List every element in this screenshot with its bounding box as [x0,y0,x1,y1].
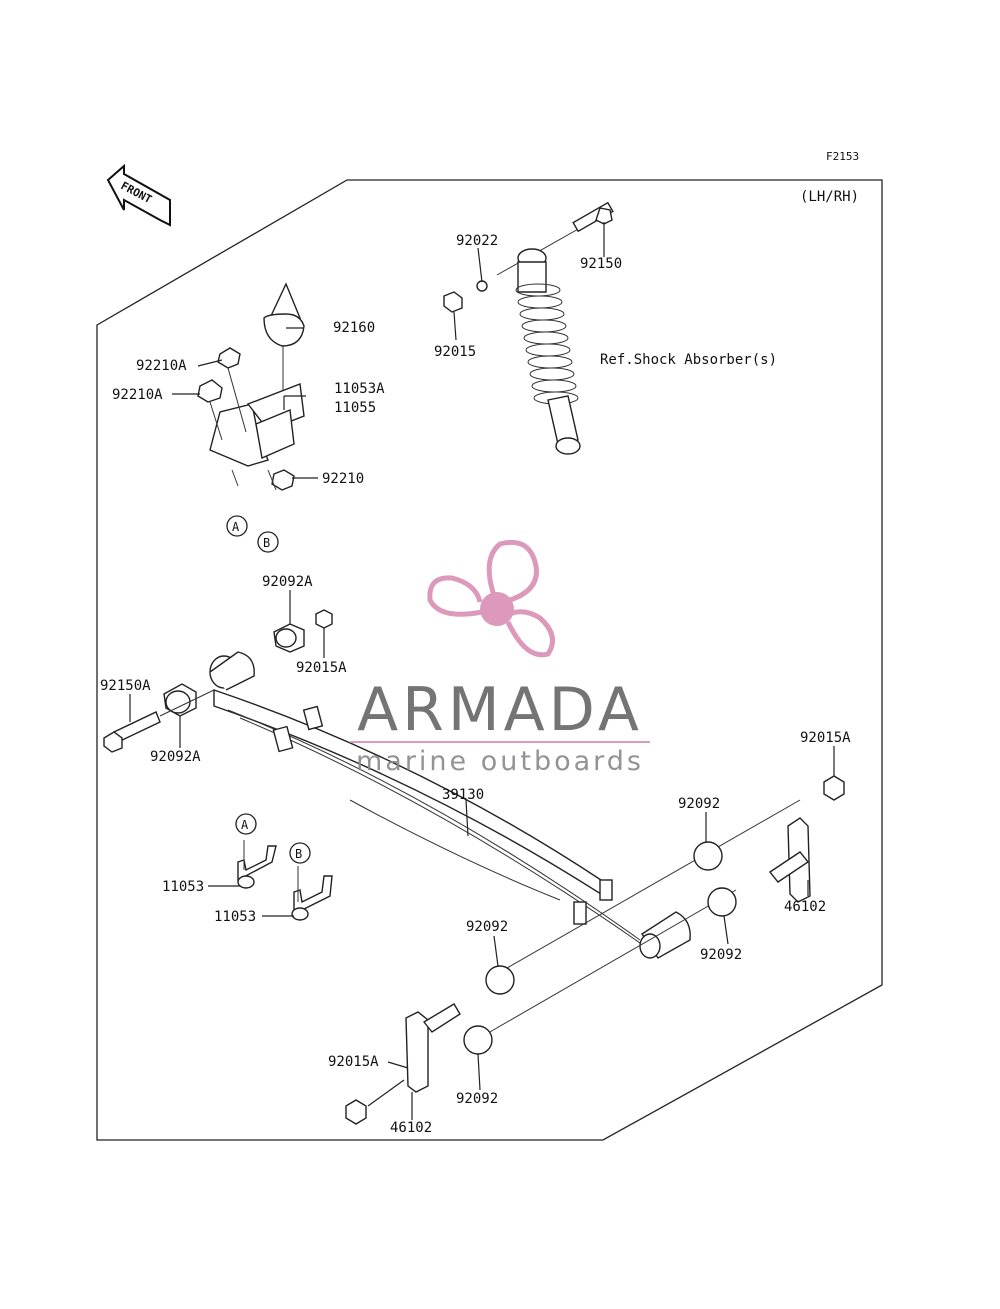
part-label-92210: 92210 [322,471,364,487]
part-label-92092-right: 92092 [700,947,742,963]
part-label-11053A: 11053A [334,381,385,397]
part-label-92015A-right: 92015A [800,730,851,746]
circle-ref-a: A [226,515,248,537]
figure-code: F2153 [826,150,859,163]
part-label-11053-lower: 11053 [214,909,256,925]
watermark-tagline: marine outboards [356,746,644,777]
part-label-39130: 39130 [442,787,484,803]
svg-text:B: B [263,536,270,550]
svg-text:A: A [241,818,249,832]
part-label-92210A-top: 92210A [136,358,187,374]
part-label-92015A-bottom: 92015A [328,1054,379,1070]
part-label-92210A-mid: 92210A [112,387,163,403]
part-label-92022: 92022 [456,233,498,249]
armada-watermark-logo: ARMADA marine outboards [350,539,650,777]
rear-shackle-illustration [345,775,845,1125]
part-label-11053-upper: 11053 [162,879,204,895]
front-arrow-icon: FRONT [106,163,171,227]
circle-ref-b-lower: B [289,842,311,864]
part-label-92092A-top: 92092A [262,574,313,590]
part-label-11055: 11055 [334,400,376,416]
part-label-92160: 92160 [333,320,375,336]
part-label-92092-upper-right: 92092 [678,796,720,812]
circle-ref-b: B [257,531,279,553]
part-label-46102-right: 46102 [784,899,826,915]
part-labels: 92022 92150 92015 92160 92210A 92210A 11… [100,233,851,1136]
ref-shock-absorber-note: Ref.Shock Absorber(s) [600,352,777,368]
u-bolt-illustration [237,840,333,921]
bump-stop-bracket-illustration [197,282,305,491]
watermark-brand: ARMADA [357,675,643,745]
diagram-frame [96,179,883,1141]
leaf-spring-illustration [209,651,691,959]
front-eye-hardware-illustration [103,609,333,753]
circle-ref-a-lower: A [235,813,257,835]
svg-text:A: A [232,520,240,534]
part-label-92092-center: 92092 [466,919,508,935]
part-label-92150: 92150 [580,256,622,272]
part-label-92092-bottom: 92092 [456,1091,498,1107]
part-label-92092A-bottom: 92092A [150,749,201,765]
svg-text:B: B [295,847,302,861]
propeller-icon [427,539,555,658]
shock-absorber-illustration [443,201,614,455]
part-label-92015: 92015 [434,344,476,360]
part-label-92150A: 92150A [100,678,151,694]
part-label-92015A-top: 92015A [296,660,347,676]
leader-lines [129,222,835,1120]
side-note: (LH/RH) [800,189,859,205]
part-label-46102-bottom: 46102 [390,1120,432,1136]
